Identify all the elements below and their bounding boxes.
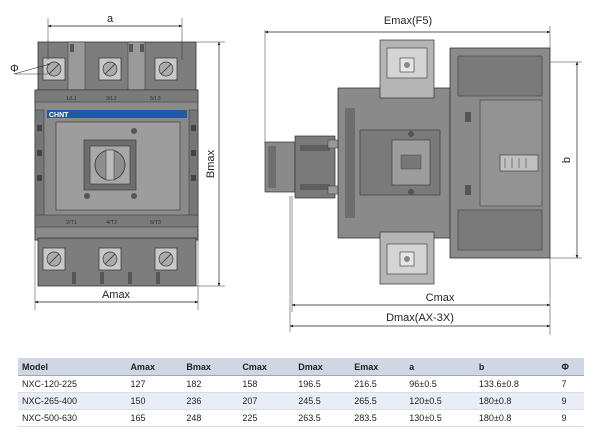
table-cell: 236 [182, 392, 239, 410]
dim-a-label: a [107, 13, 114, 25]
terminal-screw-top-2 [98, 57, 122, 81]
dim-dmax-label: Dmax(AX-3X) [386, 312, 454, 324]
table-cell: NXC-265-400 [18, 392, 127, 410]
terminal-screw-top-1 [42, 57, 66, 81]
table-cell: 7 [557, 375, 584, 393]
dim-bmax-label: Bmax [205, 149, 217, 178]
table-row: NXC-120-225 127 182 158 196.5 216.5 96±0… [18, 375, 584, 393]
col-header-amax: Amax [126, 358, 183, 376]
table-cell: 127 [126, 375, 183, 393]
terminal-label-bottom-2: 4/T2 [106, 220, 117, 226]
table-cell: 196.5 [294, 375, 351, 393]
dim-emax-label: Emax(F5) [384, 15, 432, 27]
table-cell: 9 [557, 409, 584, 427]
spec-table-header: Model Amax Bmax Cmax Dmax Emax a b Φ [18, 358, 584, 376]
table-cell: NXC-500-630 [18, 409, 127, 427]
terminal-screw-top-3 [154, 57, 178, 81]
terminal-screw-bottom-1 [42, 247, 66, 271]
table-cell: 150 [126, 392, 183, 410]
col-header-model: Model [18, 358, 127, 376]
table-cell: 158 [238, 375, 295, 393]
col-header-a: a [405, 358, 475, 376]
col-header-phi: Φ [557, 358, 584, 376]
table-cell: 265.5 [350, 392, 406, 410]
table-row: NXC-265-400 150 236 207 245.5 265.5 120±… [18, 392, 584, 410]
dim-phi-label: Φ [10, 63, 19, 75]
table-cell: 245.5 [294, 392, 351, 410]
col-header-b: b [474, 358, 558, 376]
terminal-label-top-2: 3/L2 [106, 96, 117, 102]
table-cell: 248 [182, 409, 239, 427]
table-cell: 180±0.8 [474, 392, 558, 410]
table-cell: 130±0.5 [405, 409, 475, 427]
table-row: NXC-500-630 165 248 225 263.5 283.5 130±… [18, 409, 584, 427]
table-cell: NXC-120-225 [18, 375, 127, 393]
table-cell: 216.5 [350, 375, 406, 393]
terminal-screw-bottom-3 [154, 247, 178, 271]
dim-amax-label: Amax [102, 289, 131, 301]
table-cell: 207 [238, 392, 295, 410]
table-cell: 133.6±0.8 [474, 375, 558, 393]
table-cell: 96±0.5 [405, 375, 475, 393]
table-cell: 120±0.5 [405, 392, 475, 410]
col-header-dmax: Dmax [294, 358, 351, 376]
table-cell: 263.5 [294, 409, 351, 427]
terminal-label-top-1: 1/L1 [66, 96, 77, 102]
dim-cmax-label: Cmax [426, 292, 455, 304]
table-cell: 182 [182, 375, 239, 393]
col-header-cmax: Cmax [238, 358, 295, 376]
terminal-label-bottom-1: 2/T1 [66, 220, 77, 226]
side-view: Emax(F5) b Cmax Dmax(AX-3X) [264, 15, 582, 335]
front-view: 1/L1 3/L2 5/L3 CHNT 2/T1 4/T2 6/T3 [10, 13, 225, 310]
technical-drawing: 1/L1 3/L2 5/L3 CHNT 2/T1 4/T2 6/T3 [10, 13, 582, 335]
terminal-screw-bottom-2 [98, 247, 122, 271]
spec-table: Model Amax Bmax Cmax Dmax Emax a b Φ NXC… [18, 358, 584, 427]
table-cell: 225 [238, 409, 295, 427]
brand-logo: CHNT [49, 112, 69, 119]
table-cell: 165 [126, 409, 183, 427]
table-cell: 180±0.8 [474, 409, 558, 427]
table-cell: 9 [557, 392, 584, 410]
col-header-emax: Emax [350, 358, 406, 376]
terminal-label-bottom-3: 6/T3 [150, 220, 161, 226]
table-cell: 283.5 [350, 409, 406, 427]
dim-b-label: b [561, 157, 573, 163]
terminal-label-top-3: 5/L3 [150, 96, 161, 102]
col-header-bmax: Bmax [182, 358, 239, 376]
brand-bar [47, 110, 187, 118]
